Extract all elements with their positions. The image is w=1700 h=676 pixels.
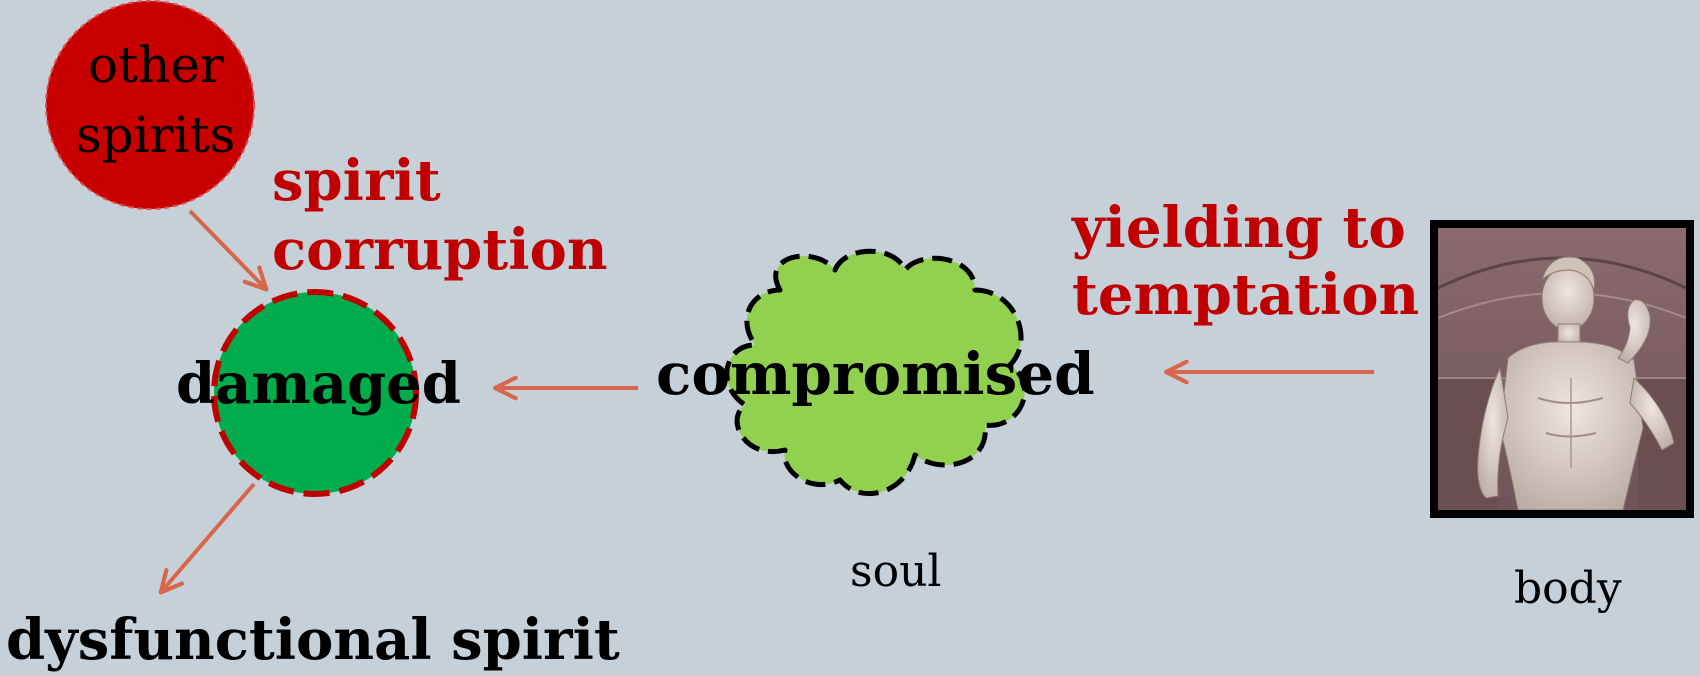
body-label: body bbox=[1514, 563, 1622, 614]
damaged-label: damaged bbox=[176, 351, 461, 417]
other-spirits-label-line2: spirits bbox=[76, 106, 236, 164]
dysfunctional-spirit-label: dysfunctional spirit bbox=[6, 607, 620, 673]
spirit-corruption-label-line2: corruption bbox=[272, 217, 608, 283]
soul-label: soul bbox=[850, 546, 942, 597]
body-photo-frame bbox=[1430, 220, 1694, 518]
compromised-cloud-node bbox=[724, 248, 1028, 497]
compromised-label: compromised bbox=[656, 340, 1095, 408]
statue-photo bbox=[1438, 228, 1686, 510]
arrow-damaged-to-dysfunctional bbox=[158, 482, 256, 595]
spirit-corruption-label-line1: spirit bbox=[272, 148, 441, 214]
arrow-other-spirits-to-damaged bbox=[188, 209, 269, 292]
yielding-to-temptation-label-line1: yielding to bbox=[1072, 195, 1406, 261]
other-spirits-node bbox=[45, 0, 255, 210]
other-spirits-label-line1: other bbox=[88, 36, 224, 94]
yielding-to-temptation-label-line2: temptation bbox=[1072, 262, 1420, 328]
damaged-node bbox=[211, 289, 419, 497]
